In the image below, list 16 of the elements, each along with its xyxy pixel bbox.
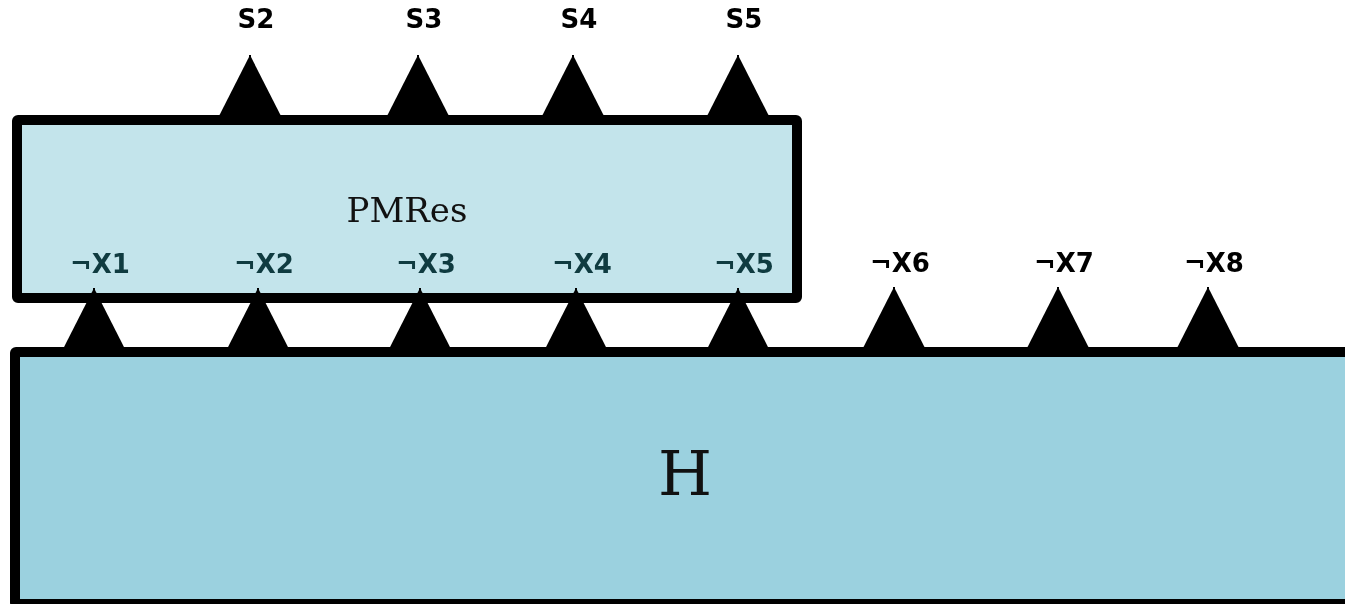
edge-label: ¬X8 [1184,248,1244,278]
edge-label: S2 [237,4,275,34]
edge-label: S4 [560,4,598,34]
process-box [10,347,1345,604]
edge-label: ¬X6 [870,248,930,278]
edge-label: S3 [405,4,443,34]
process-box [12,115,802,303]
edge-label: S5 [725,4,763,34]
box-title: PMRes [346,190,468,230]
edge-label: ¬X1 [70,249,130,279]
edge-label: ¬X3 [396,249,456,279]
edge-label: ¬X4 [552,249,612,279]
box-title: H [657,437,713,510]
edge-label: ¬X2 [234,249,294,279]
edge-label: ¬X5 [714,249,774,279]
edge-label: ¬X7 [1034,248,1094,278]
